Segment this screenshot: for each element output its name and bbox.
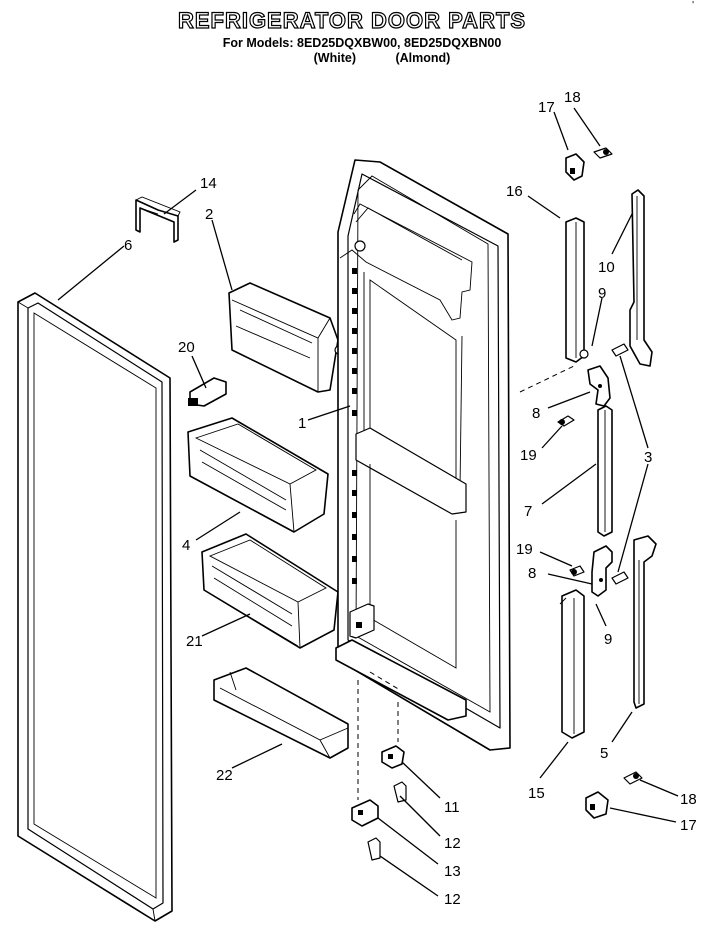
door-assembly [335,159,511,751]
variant-almond: (Almond) [395,51,451,65]
model-numbers: For Models: 8ED25DQXBW00, 8ED25DQXBN00 [222,36,502,50]
upper-door-trim [629,189,653,367]
color-variants: (White) (Almond) [0,51,704,65]
callout-9-lower: 9 [604,631,612,648]
leader-lines [57,107,679,897]
upper-hinge [587,365,611,407]
callout-11: 11 [444,799,460,816]
callout-15: 15 [528,785,545,802]
callout-19-upper: 19 [520,447,537,464]
callout-8-lower: 8 [528,565,536,582]
callout-5: 5 [600,745,608,762]
door-bin-upper [187,417,329,533]
callout-21: 21 [186,633,203,650]
callout-20: 20 [178,339,195,356]
callout-12-upper: 12 [444,835,461,852]
page-title: REFRIGERATOR DOOR PARTS [177,7,527,33]
shelf-bracket-clip [135,196,181,243]
callout-14: 14 [200,175,217,192]
callout-8-upper: 8 [532,405,540,422]
dairy-door [228,282,344,393]
callout-13: 13 [444,863,461,880]
door-clip [188,377,227,407]
door-closer-hardware [351,745,407,861]
hinge-screws [557,147,643,819]
callout-10: 10 [598,259,615,276]
callout-1: 1 [298,415,306,432]
callout-7: 7 [524,503,532,520]
callout-18-bottom: 18 [680,791,697,808]
lower-door-trim [633,535,657,709]
callout-6: 6 [124,237,132,254]
callout-3: 3 [644,449,652,466]
callout-16: 16 [506,183,523,200]
variant-white: (White) [313,51,356,65]
lower-hinge-trim [559,589,585,739]
callout-labels: 14 6 2 20 1 4 21 22 17 18 16 10 9 8 19 3… [124,89,697,908]
callout-19-lower: 19 [516,541,533,558]
door-bin-lower [201,533,339,649]
callout-2: 2 [205,206,213,223]
callout-9-upper: 9 [598,285,606,302]
callout-17-top: 17 [538,99,555,116]
diagram-header: REFRIGERATOR DOOR PARTS For Models: 8ED2… [0,7,704,65]
lower-hinge [591,545,613,597]
callout-12-lower: 12 [444,891,461,908]
callout-18-top: 18 [564,89,581,106]
corner-mark: ' [692,0,694,11]
callout-17-bottom: 17 [680,817,697,834]
alignment-lines [357,365,575,800]
upper-hinge-trim [565,217,585,363]
door-gasket [17,292,173,922]
center-trim [597,405,613,537]
callout-22: 22 [216,767,233,784]
callout-4: 4 [182,537,190,554]
door-shelf-bar [213,667,349,759]
